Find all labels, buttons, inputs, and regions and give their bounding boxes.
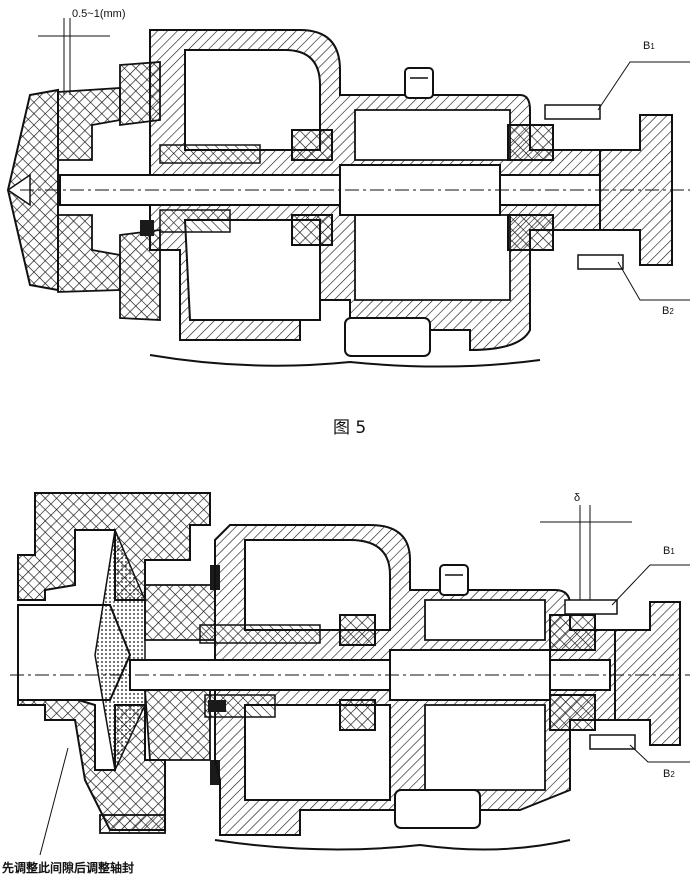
top-b1-letter: B xyxy=(643,40,651,52)
bottom-b2-label: B2 xyxy=(663,768,675,780)
top-b2-label: B2 xyxy=(662,305,674,317)
bottom-b1-label: B1 xyxy=(663,545,675,557)
top-b1-label: B1 xyxy=(643,40,655,52)
top-b2-letter: B xyxy=(662,305,670,317)
figure-caption: 图 5 xyxy=(333,418,367,438)
bottom-b2-letter: B xyxy=(663,768,671,780)
bottom-b1-letter: B xyxy=(663,545,671,557)
top-b2-subscript: 2 xyxy=(669,307,674,316)
bottom-pump-section xyxy=(10,492,690,856)
bottom-b1-subscript: 1 xyxy=(670,547,675,556)
top-b1-subscript: 1 xyxy=(650,42,655,51)
bottom-b2-subscript: 2 xyxy=(670,770,675,779)
gap-label: δ xyxy=(574,492,581,504)
clearance-label: 0.5~1(mm) xyxy=(72,8,126,20)
top-pump-section xyxy=(6,18,690,368)
adjustment-note: 先调整此间隙后调整轴封 xyxy=(2,861,135,875)
